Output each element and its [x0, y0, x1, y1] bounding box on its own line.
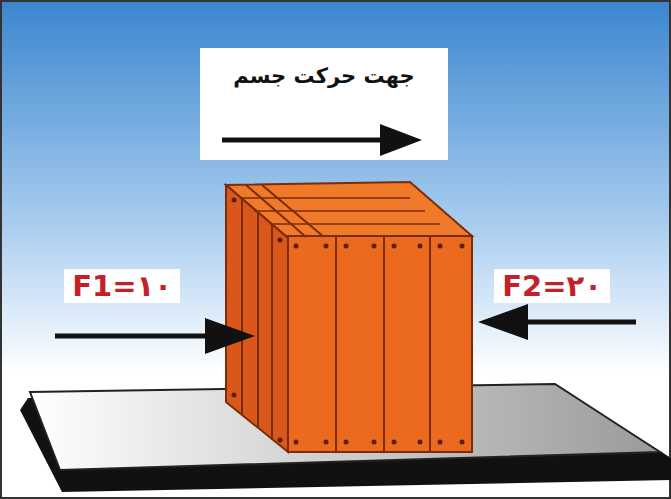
motion-label: جهت حرکت جسم [225, 62, 422, 90]
force-label: F1=۱۰ [64, 269, 180, 303]
force-label: F2=۲۰ [494, 269, 610, 303]
